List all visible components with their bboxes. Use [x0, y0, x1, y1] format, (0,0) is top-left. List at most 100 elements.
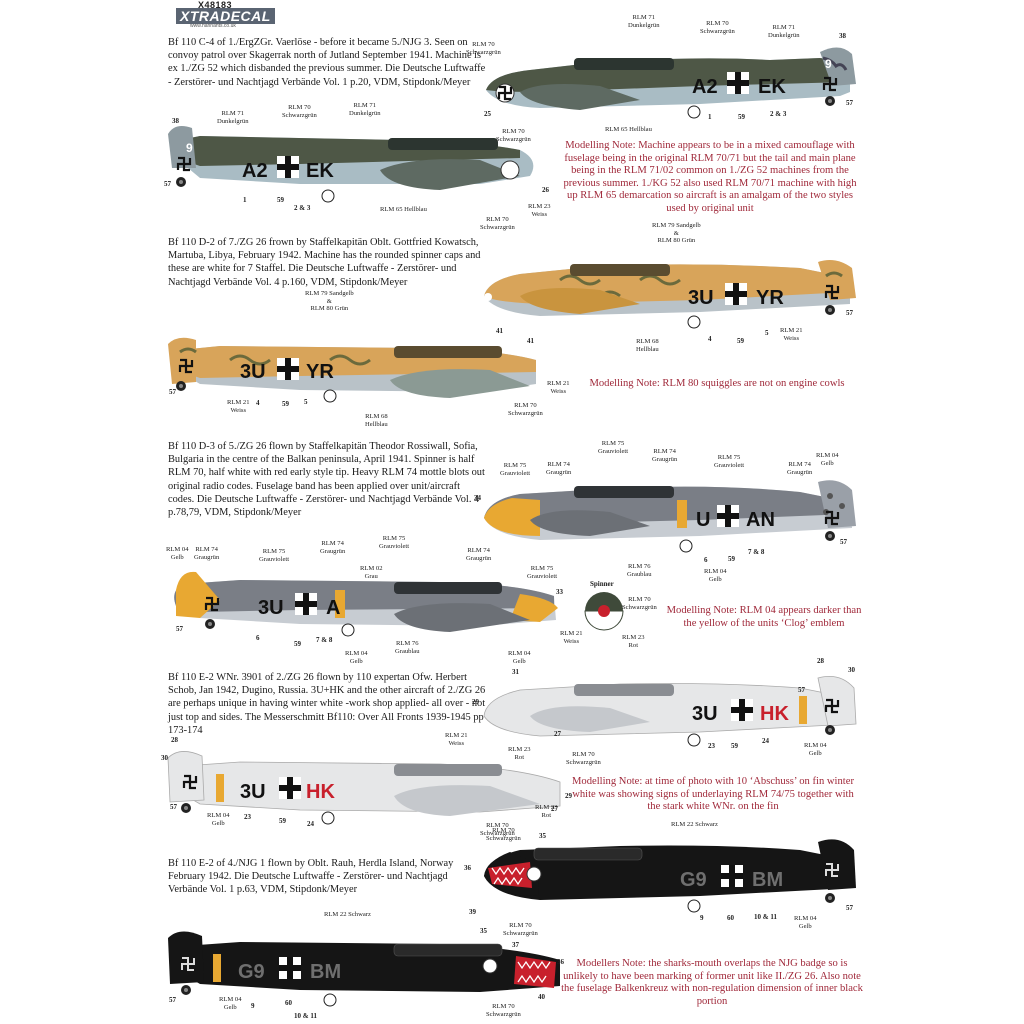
num-s4-7: 59	[731, 742, 738, 750]
label-s5-3: RLM 22 Schwarz	[324, 911, 371, 918]
label-s1-9: RLM 65 Hellblau	[380, 206, 427, 213]
code-right-3b: A	[326, 597, 340, 619]
profile-2-left: 3U YR	[168, 337, 536, 403]
num-s4-3: 31	[512, 668, 519, 676]
label-s5-0: RLM 22 Schwarz	[671, 821, 718, 828]
profile-3-left: 3U A	[174, 571, 558, 637]
num-s1-10: 2 & 3	[294, 204, 311, 212]
num-s5-5: 10 & 11	[754, 913, 777, 921]
label-s3-19: RLM 04 Gelb	[508, 650, 531, 665]
num-s4-8: 24	[762, 737, 769, 745]
num-s1-3: 59	[738, 113, 745, 121]
num-s2-6: 4	[256, 399, 260, 407]
num-s1-2: 1	[708, 113, 712, 121]
code-left-3a: U	[696, 509, 710, 531]
code-right-2a: YR	[756, 287, 784, 309]
num-s1-6: 38	[172, 117, 179, 125]
label-s5-1: RLM 70 Schwarzgrün	[503, 922, 538, 937]
description-3: Bf 110 D-3 of 5./ZG 26 flown by Staffelk…	[168, 441, 485, 519]
label-s3-10: RLM 74 Graugrün	[194, 546, 220, 561]
num-s2-7: 59	[282, 400, 289, 408]
num-s3-0: 34	[474, 494, 481, 502]
label-s5-6: RLM 70 Schwarzgrün	[486, 1003, 521, 1018]
code-left-3b: 3U	[258, 597, 284, 619]
num-s1-7: 57	[164, 180, 171, 188]
label-s3-9: RLM 04 Gelb	[166, 546, 189, 561]
label-s3-4: RLM 75 Grauviolett	[714, 454, 745, 469]
num-s1-4: 2 & 3	[770, 110, 787, 118]
modelling-note-3: Modelling Note: RLM 04 appears darker th…	[666, 605, 862, 629]
label-s3-13: RLM 75 Grauviolett	[379, 535, 410, 550]
brand-url: www.hannants.co.uk	[190, 23, 236, 29]
label-s3-6: RLM 04 Gelb	[816, 452, 839, 467]
label-s3-7: RLM 76 Graublau	[627, 563, 652, 578]
label-s1-8: RLM 70 Schwarzgrün	[496, 128, 531, 143]
code-right-3a: AN	[746, 509, 775, 531]
label-s2-4: RLM 21 Weiss	[227, 399, 250, 414]
label-s3-21: RLM 21 Weiss	[560, 630, 583, 645]
num-s4-0: 28	[817, 657, 824, 665]
num-s3-7: 59	[294, 640, 301, 648]
num-s1-8: 1	[243, 196, 247, 204]
label-s5-4: RLM 04 Gelb	[219, 996, 242, 1011]
num-s2-1: 41	[496, 327, 503, 335]
label-s3-14: RLM 02 Grau	[360, 565, 383, 580]
num-s3-2: 6	[704, 556, 708, 564]
label-s4-3: RLM 21 Weiss	[445, 732, 468, 747]
label-s3-16: RLM 75 Grauviolett	[527, 565, 558, 580]
num-s5-0: 35	[539, 832, 546, 840]
label-s3-20: RLM 70 Schwarzgrün	[622, 596, 657, 611]
profile-1-left: A2 EK 9	[168, 126, 534, 203]
num-s4-12: 23	[244, 813, 251, 821]
description-4: Bf 110 E-2 WNr. 3901 of 2./ZG 26 flown b…	[168, 672, 486, 736]
label-s1-4: RLM 65 Hellblau	[605, 126, 652, 133]
num-s3-5: 57	[176, 625, 183, 633]
label-s4-6: RLM 70 Schwarzgrün	[480, 822, 515, 837]
tail-number-1a: 9	[825, 57, 832, 71]
code-left-1a: A2	[692, 76, 718, 98]
modelling-note-2: Modelling Note: RLM 80 squiggles are not…	[589, 378, 845, 389]
profile-5-left: G9 BM	[168, 931, 560, 1007]
num-s1-0: 38	[839, 32, 846, 40]
num-s2-5: 57	[169, 388, 176, 396]
modelling-note-1: Modelling Note: Machine appears to be in…	[563, 140, 857, 214]
spinner-title: Spinner	[590, 580, 614, 588]
num-s2-0: 57	[846, 309, 853, 317]
label-s3-3: RLM 74 Graugrün	[652, 448, 678, 463]
num-s1-1: 25	[484, 110, 491, 118]
label-s4-2: RLM 04 Gelb	[804, 742, 827, 757]
num-s5-11: 9	[251, 1002, 255, 1010]
num-s4-1: 30	[848, 666, 855, 674]
label-s1-6: RLM 70 Schwarzgrün	[282, 104, 317, 119]
label-s3-1: RLM 74 Graugrün	[546, 461, 572, 476]
tail-number-1b: 9	[186, 141, 193, 155]
num-s2-2: 4	[708, 335, 712, 343]
num-s2-4: 5	[765, 329, 769, 337]
spinner-diagram	[584, 592, 624, 631]
label-s1-3: RLM 71 Dunkelgrün	[768, 24, 800, 39]
num-s5-10: 57	[169, 996, 176, 1004]
label-s4-1: RLM 70 Schwarzgrün	[566, 751, 601, 766]
num-s4-4: 29	[472, 698, 479, 706]
modelling-note-5: Modellers Note: the sharks-mouth overlap…	[561, 958, 863, 1007]
description-2: Bf 110 D-2 of 7./ZG 26 frown by Staffelk…	[168, 237, 481, 288]
num-s5-9: 36	[557, 958, 564, 966]
num-s3-6: 6	[256, 634, 260, 642]
label-s2-2: RLM 21 Weiss	[780, 327, 803, 342]
label-s5-5: RLM 70 Schwarzgrün	[486, 827, 521, 842]
label-s1-5: RLM 71 Dunkelgrün	[217, 110, 249, 125]
label-s1-1: RLM 71 Dunkelgrün	[628, 14, 660, 29]
profile-4-right: 3U HK	[483, 675, 857, 747]
num-s1-11: 26	[542, 186, 549, 194]
num-s5-3: 9	[700, 914, 704, 922]
code-right-5b: BM	[310, 961, 341, 983]
num-s5-2: 39	[469, 908, 476, 916]
code-right-4a: HK	[760, 703, 789, 725]
num-s5-1: 36	[464, 864, 471, 872]
code-left-2b: 3U	[240, 361, 266, 383]
label-s3-18: RLM 04 Gelb	[345, 650, 368, 665]
label-s3-0: RLM 75 Grauviolett	[500, 462, 531, 477]
num-s5-6: 57	[846, 904, 853, 912]
code-left-4a: 3U	[692, 703, 718, 725]
profile-5-right: G9 BM	[484, 839, 856, 913]
